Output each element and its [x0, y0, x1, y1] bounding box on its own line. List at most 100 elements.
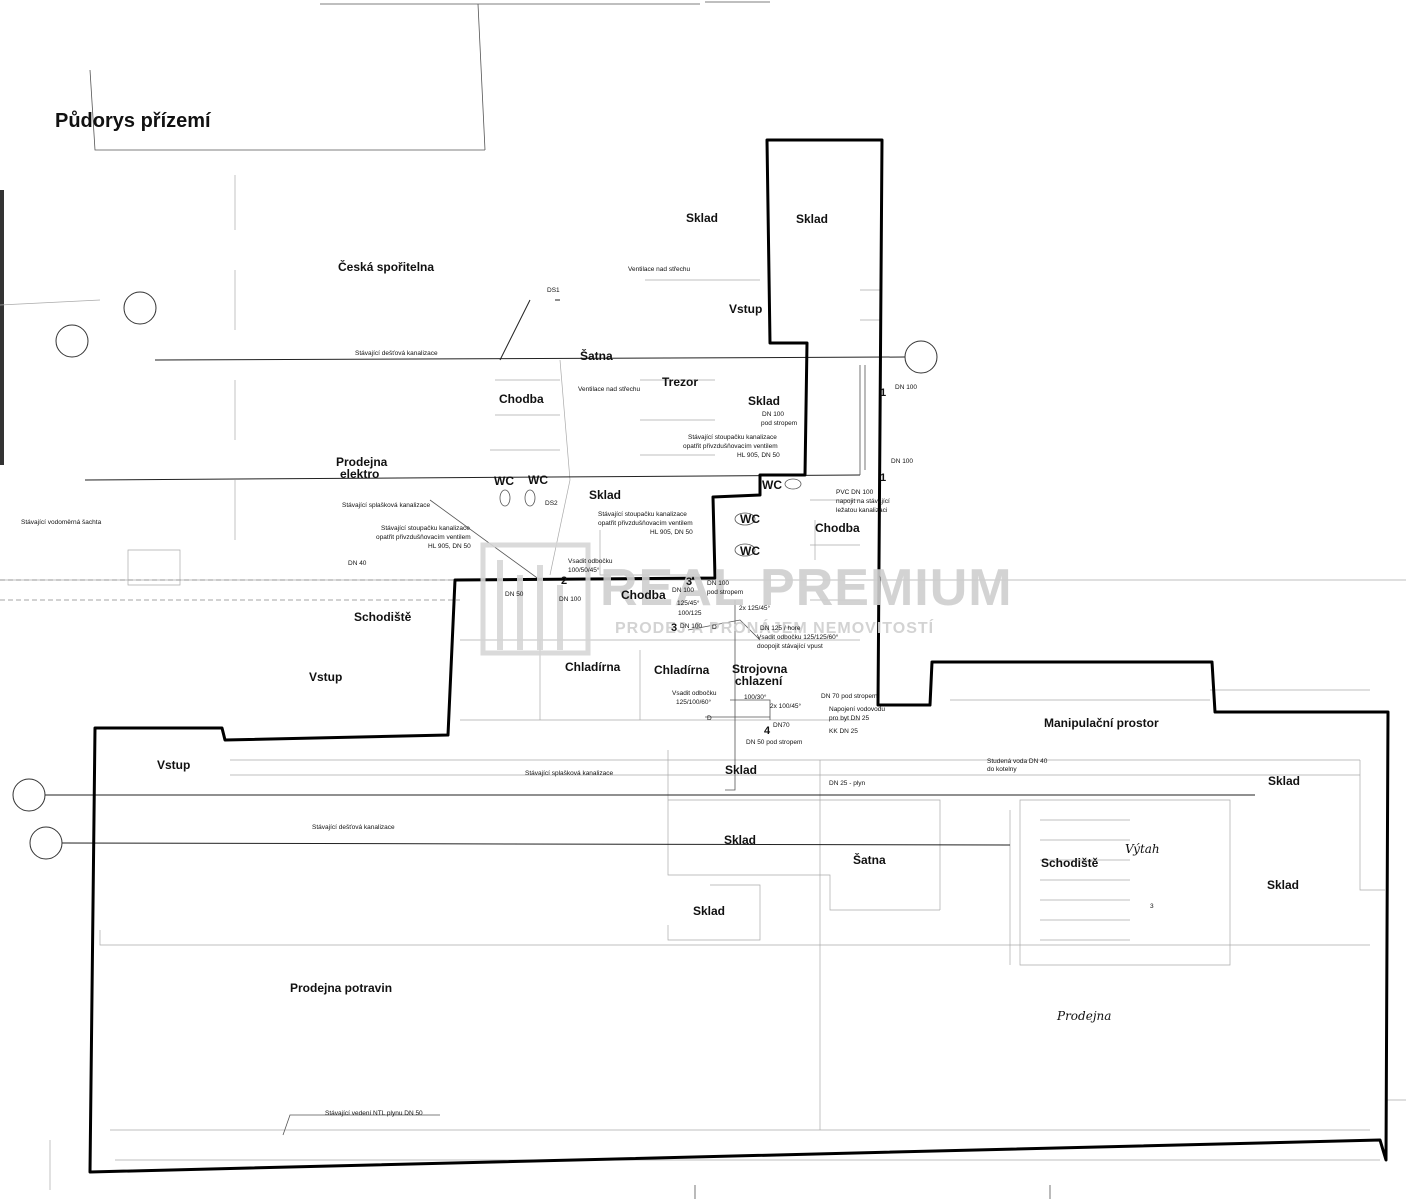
note: do kotelny	[987, 766, 1017, 773]
note: DN 100	[707, 580, 729, 587]
note: 2x 125/45°	[739, 604, 771, 612]
room-label: WC	[494, 474, 514, 488]
plan-title: Půdorys přízemí	[55, 110, 212, 132]
pipe-marker-circle	[55, 324, 89, 358]
room-label: chlazení	[735, 674, 783, 688]
room-label: Trezor	[662, 375, 698, 389]
note: Stávající stoupačku kanalizace	[688, 434, 777, 441]
room-label: Sklad	[725, 763, 757, 777]
note: DN 50 pod stropem	[746, 739, 802, 746]
note: DS1	[547, 287, 560, 294]
room-label: Sklad	[796, 212, 828, 226]
watermark: REAL PREMIUM PRODEJ A PRONÁJEM NEMOVITOS…	[480, 542, 1013, 656]
room-label: Sklad	[693, 904, 725, 918]
room-label: Chodba	[621, 588, 666, 602]
room-label: Chodba	[499, 392, 544, 406]
note: 2x 100/45°	[770, 702, 802, 710]
note: HL 905, DN 50	[428, 543, 471, 550]
room-label: Vstup	[729, 302, 762, 316]
note: Stávající dešťová kanalizace	[312, 824, 395, 831]
note: HL 905, DN 50	[650, 529, 693, 536]
reference-number: 3	[1150, 903, 1154, 910]
note: DN 100	[891, 458, 913, 465]
room-label: Sklad	[1267, 878, 1299, 892]
note: opatřit přivzdušňovacím ventilem	[598, 520, 693, 527]
reference-number: D	[712, 624, 717, 631]
room-label: Sklad	[724, 833, 756, 847]
note: Stávající stoupačku kanalizace	[381, 525, 470, 532]
watermark-tagline: PRODEJ A PRONÁJEM NEMOVITOSTÍ	[615, 618, 934, 637]
note: 100/125	[678, 610, 702, 617]
note: Napojení vodovodu	[829, 706, 885, 713]
room-label: Chladírna	[565, 660, 621, 674]
note: Stávající vodoměrná šachta	[21, 519, 102, 526]
note: DN 100	[762, 411, 784, 418]
note: pod stropem	[761, 420, 797, 427]
note: Stávající dešťová kanalizace	[355, 350, 438, 357]
note: DN 70 pod stropem	[821, 693, 877, 700]
drainage-lines	[12, 291, 1255, 1136]
room-label: WC	[740, 512, 760, 526]
pipe-marker-circle	[123, 291, 157, 325]
note: doopojit stávající vpust	[757, 643, 823, 650]
room-label: Manipulační prostor	[1044, 716, 1159, 730]
note: Stávající splašková kanalizace	[525, 770, 614, 777]
pipe-marker-circle	[12, 778, 46, 812]
room-labels: Sklad Sklad Česká spořitelna Vstup Šatna…	[157, 211, 1300, 995]
reference-number: D	[707, 715, 712, 722]
room-label: WC	[528, 473, 548, 487]
room-label: Vstup	[157, 758, 190, 772]
note: Ventilace nad střechu	[628, 266, 691, 273]
note: KK DN 25	[829, 728, 858, 735]
note: ležatou kanalizaci	[836, 507, 887, 514]
note: Vsadit odbočku	[672, 690, 717, 697]
note: pod stropem	[707, 589, 743, 596]
note: DN 100	[559, 596, 581, 603]
room-label: Chladírna	[654, 663, 710, 677]
background-linework	[0, 175, 1406, 1190]
room-label: Prodejna	[336, 455, 388, 469]
room-label: Šatna	[853, 852, 886, 867]
room-label: Vstup	[309, 670, 342, 684]
reference-numbers: 1 1 2 3 3 4 D D 3	[561, 387, 1154, 910]
room-label: Strojovna	[732, 662, 788, 676]
note: HL 905, DN 50	[737, 452, 780, 459]
note: Stávající splašková kanalizace	[342, 502, 431, 509]
note: Vsadit odbočku	[568, 558, 613, 565]
note: Stávající stoupačku kanalizace	[598, 511, 687, 518]
note: Ventilace nad střechu	[578, 386, 641, 393]
note: pro byt DN 25	[829, 715, 869, 722]
room-label: Schodiště	[354, 610, 412, 624]
reference-number: 3	[671, 622, 677, 634]
reference-number: 3	[686, 576, 692, 588]
note: 100/30°	[744, 693, 767, 701]
note: DS2	[545, 500, 558, 507]
technical-notes: Ventilace nad střechu Ventilace nad stře…	[21, 266, 1048, 1117]
note: DN 100	[672, 587, 694, 594]
room-label: Sklad	[748, 394, 780, 408]
pipe-marker-circle	[29, 826, 63, 860]
room-label: elektro	[340, 467, 379, 481]
room-label: WC	[762, 478, 782, 492]
note: 125/45°	[677, 599, 700, 607]
note: Stávající vedení NTL plynu DN 50	[325, 1110, 423, 1117]
handwritten-label: Výtah	[1125, 842, 1160, 856]
reference-number: 2	[561, 575, 567, 587]
premises-outline	[88, 138, 1390, 1174]
note: Studená voda DN 40	[987, 758, 1048, 765]
note: PVC DN 100	[836, 489, 874, 496]
handwritten-labels: Výtah Prodejna	[1056, 842, 1160, 1023]
handwritten-label: Prodejna	[1056, 1009, 1111, 1023]
room-label: Šatna	[580, 348, 613, 363]
room-label: WC	[740, 544, 760, 558]
wc-fixtures	[499, 478, 802, 557]
pipe-marker-circle	[904, 340, 938, 374]
scan-edge-marks	[0, 1, 1051, 1199]
watermark-brand: REAL PREMIUM	[600, 559, 1013, 617]
note: napojit na stávající	[836, 498, 890, 505]
room-label: Česká spořitelna	[338, 259, 434, 274]
note: DN70	[773, 722, 790, 729]
note: DN 100	[895, 384, 917, 391]
reference-number: 1	[880, 387, 886, 399]
